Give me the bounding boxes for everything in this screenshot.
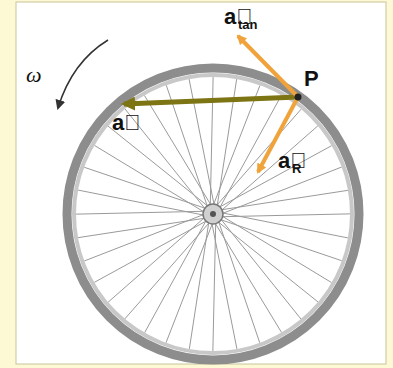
spokes — [76, 77, 350, 351]
subscript: tan — [238, 18, 258, 31]
spoke — [221, 126, 318, 211]
spoke — [189, 221, 209, 349]
rim — [74, 75, 352, 353]
spoke — [219, 219, 342, 261]
spoke — [144, 95, 211, 206]
spoke — [219, 95, 281, 209]
point-label: P — [304, 68, 319, 90]
spoke — [220, 190, 348, 210]
tire — [67, 68, 359, 360]
rotation-arrow — [58, 40, 108, 108]
point-p — [295, 94, 302, 101]
subscript: R — [292, 162, 301, 175]
vector-symbol: a⃗ — [112, 112, 141, 134]
spoke — [214, 222, 281, 333]
total-acceleration-arrow — [124, 97, 298, 104]
spoke — [221, 213, 348, 238]
axle — [210, 211, 216, 217]
spoke — [217, 221, 318, 302]
picture-panel — [16, 2, 386, 364]
hub — [203, 204, 223, 224]
spoke — [145, 219, 207, 333]
spoke — [84, 214, 205, 261]
spoke — [212, 222, 237, 349]
spoke — [108, 126, 209, 207]
tangential-acceleration-arrow — [238, 36, 298, 97]
spoke — [84, 167, 207, 209]
spoke — [76, 211, 205, 214]
angular-velocity-label: ω — [26, 64, 42, 86]
spoke — [108, 217, 205, 302]
